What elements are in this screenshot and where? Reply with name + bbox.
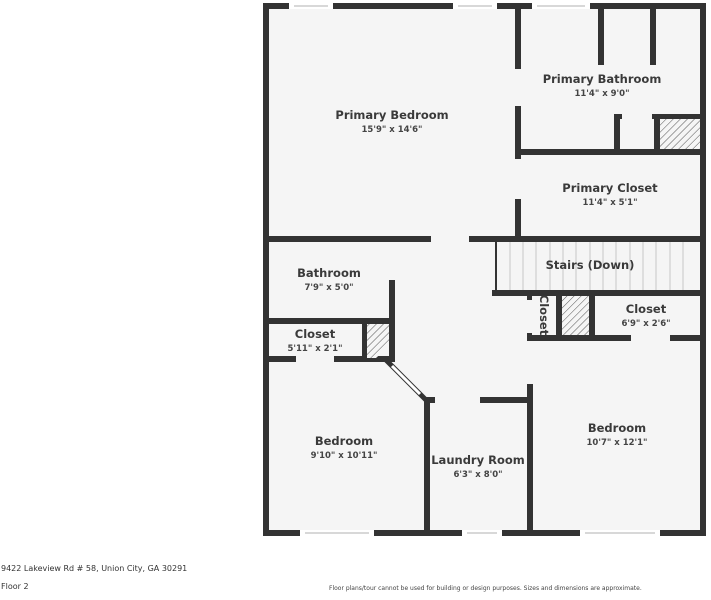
property-address: 9422 Lakeview Rd # 58, Union City, GA 30… [1,564,188,573]
svg-text:Laundry Room: Laundry Room [431,453,525,467]
room-laundry: Laundry Room 6'3" x 8'0" [431,453,525,480]
svg-text:Bedroom: Bedroom [588,421,646,435]
svg-text:Closet: Closet [626,302,667,316]
windows [289,3,660,536]
interior-walls [263,3,706,536]
disclaimer: Floor plans/tour cannot be used for buil… [329,585,642,592]
room-bathroom: Bathroom 7'9" x 5'0" [297,266,361,293]
svg-text:10'7" x 12'1": 10'7" x 12'1" [587,438,648,448]
room-closet-vertical: Closet [537,295,551,336]
svg-text:6'3" x 8'0": 6'3" x 8'0" [453,470,502,480]
svg-text:Bedroom: Bedroom [315,434,373,448]
svg-text:6'9" x 2'6": 6'9" x 2'6" [621,319,670,329]
room-primary-bedroom: Primary Bedroom 15'9" x 14'6" [335,108,448,135]
svg-text:5'11" x 2'1": 5'11" x 2'1" [287,344,342,354]
room-stairs: Stairs (Down) [546,258,635,272]
diagonal-wall [384,358,428,402]
svg-text:Primary Closet: Primary Closet [562,181,658,195]
hatched-area [660,119,700,149]
svg-text:11'4" x 9'0": 11'4" x 9'0" [574,89,629,99]
svg-text:Primary Bedroom: Primary Bedroom [335,108,448,122]
svg-text:Stairs (Down): Stairs (Down) [546,258,635,272]
svg-text:Closet: Closet [295,327,336,341]
room-closet-left: Closet 5'11" x 2'1" [287,327,342,354]
svg-text:15'9" x 14'6": 15'9" x 14'6" [362,125,423,135]
floor-area [263,3,706,536]
svg-text:Closet: Closet [537,295,551,336]
floor-plan: Primary Bedroom 15'9" x 14'6" Primary Ba… [263,3,706,536]
svg-text:Primary Bathroom: Primary Bathroom [543,72,662,86]
hatched-area [562,296,589,335]
svg-text:11'4" x 5'1": 11'4" x 5'1" [582,198,637,208]
room-primary-bathroom: Primary Bathroom 11'4" x 9'0" [543,72,662,99]
room-bedroom-right: Bedroom 10'7" x 12'1" [587,421,648,448]
room-primary-closet: Primary Closet 11'4" x 5'1" [562,181,658,208]
room-closet-right: Closet 6'9" x 2'6" [621,302,670,329]
svg-text:7'9" x 5'0": 7'9" x 5'0" [304,283,353,293]
floor-label: Floor 2 [1,582,29,591]
svg-text:Bathroom: Bathroom [297,266,361,280]
svg-text:9'10" x 10'11": 9'10" x 10'11" [311,451,378,461]
hatched-area [367,324,389,358]
room-bedroom-left: Bedroom 9'10" x 10'11" [311,434,378,461]
stairs-treads [509,242,684,290]
